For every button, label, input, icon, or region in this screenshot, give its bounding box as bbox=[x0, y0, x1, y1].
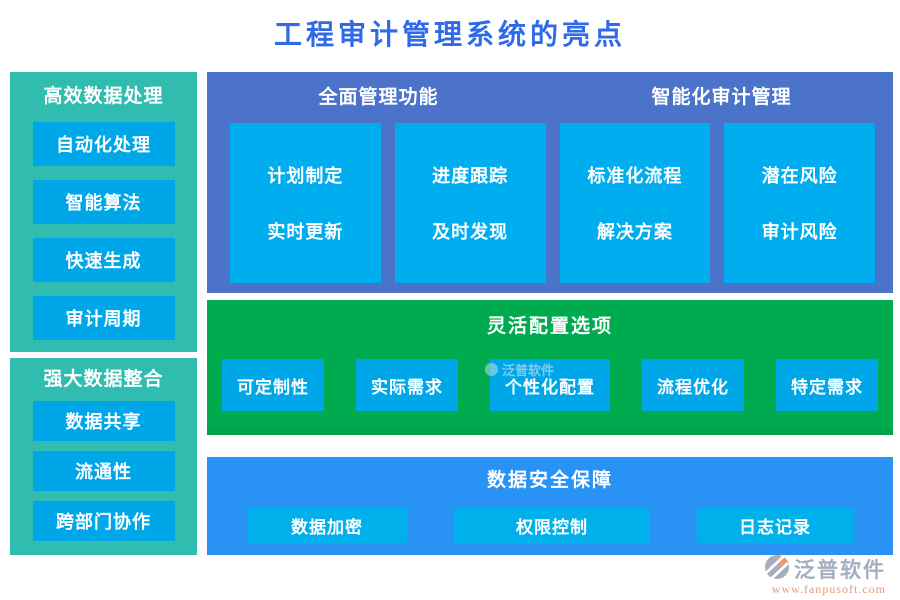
feature-card-planning[interactable]: 计划制定 实时更新 bbox=[230, 123, 381, 283]
sidebar-section-data-integration: 强大数据整合 数据共享 流通性 跨部门协作 bbox=[10, 358, 197, 555]
sidebar-section-data-processing: 高效数据处理 自动化处理 智能算法 快速生成 审计周期 bbox=[10, 72, 197, 352]
security-buttons-row: 数据加密 权限控制 日志记录 bbox=[207, 508, 893, 543]
config-item-specific-needs[interactable]: 特定需求 bbox=[776, 359, 878, 411]
feature-card-risk[interactable]: 潜在风险 审计风险 bbox=[724, 123, 875, 283]
sidebar-section-header: 强大数据整合 bbox=[43, 368, 164, 390]
sidebar-item-circulation[interactable]: 流通性 bbox=[32, 451, 175, 491]
sidebar-section-header: 高效数据处理 bbox=[43, 85, 164, 107]
card-label: 标准化流程 bbox=[587, 165, 683, 187]
sidebar: 高效数据处理 自动化处理 智能算法 快速生成 审计周期 强大数据整合 数据共享 … bbox=[10, 72, 197, 555]
config-item-process-optimization[interactable]: 流程优化 bbox=[642, 359, 744, 411]
feature-card-progress[interactable]: 进度跟踪 及时发现 bbox=[394, 123, 546, 283]
feature-card-standardization[interactable]: 标准化流程 解决方案 bbox=[559, 123, 711, 283]
main-content: 全面管理功能 智能化审计管理 计划制定 实时更新 进度跟踪 及时发现 标准化流程… bbox=[207, 72, 893, 555]
config-item-personalized[interactable]: 个性化配置 bbox=[490, 359, 610, 411]
config-item-customizable[interactable]: 可定制性 bbox=[222, 359, 324, 411]
card-label: 计划制定 bbox=[267, 165, 344, 187]
features-header-intelligent-audit: 智能化审计管理 bbox=[651, 86, 792, 108]
config-buttons-row: 可定制性 实际需求 个性化配置 流程优化 特定需求 bbox=[207, 359, 893, 411]
card-label: 审计风险 bbox=[761, 222, 838, 244]
security-item-encryption[interactable]: 数据加密 bbox=[247, 508, 407, 543]
card-label: 解决方案 bbox=[596, 222, 673, 244]
card-label: 潜在风险 bbox=[761, 165, 838, 187]
card-label: 实时更新 bbox=[267, 222, 344, 244]
sidebar-item-automated-processing[interactable]: 自动化处理 bbox=[32, 122, 175, 166]
page-title: 工程审计管理系统的亮点 bbox=[273, 20, 626, 51]
sidebar-item-data-sharing[interactable]: 数据共享 bbox=[32, 401, 175, 441]
security-item-access-control[interactable]: 权限控制 bbox=[454, 508, 650, 543]
security-item-logging[interactable]: 日志记录 bbox=[697, 508, 853, 543]
features-headers-row: 全面管理功能 智能化审计管理 bbox=[207, 72, 893, 109]
sidebar-item-audit-cycle[interactable]: 审计周期 bbox=[32, 296, 175, 340]
security-panel: 数据安全保障 数据加密 权限控制 日志记录 bbox=[207, 457, 893, 555]
features-panel: 全面管理功能 智能化审计管理 计划制定 实时更新 进度跟踪 及时发现 标准化流程… bbox=[207, 72, 893, 293]
brand-name: 泛普软件 bbox=[794, 558, 886, 582]
sidebar-item-smart-algorithm[interactable]: 智能算法 bbox=[32, 180, 175, 224]
branding: 泛普软件 www.fanpusoft.com bbox=[764, 554, 886, 597]
config-panel-header: 灵活配置选项 bbox=[486, 315, 613, 337]
sidebar-item-cross-department[interactable]: 跨部门协作 bbox=[32, 501, 175, 541]
branding-row: 泛普软件 bbox=[764, 554, 886, 584]
fanpu-logo-icon bbox=[764, 554, 790, 584]
security-panel-header: 数据安全保障 bbox=[486, 469, 613, 491]
config-item-actual-needs[interactable]: 实际需求 bbox=[356, 359, 458, 411]
card-label: 及时发现 bbox=[432, 222, 509, 244]
features-header-management: 全面管理功能 bbox=[318, 86, 439, 108]
config-panel: 灵活配置选项 可定制性 实际需求 个性化配置 流程优化 特定需求 泛普软件 bbox=[207, 300, 893, 435]
brand-url[interactable]: www.fanpusoft.com bbox=[771, 582, 886, 596]
card-label: 进度跟踪 bbox=[432, 165, 509, 187]
feature-cards-row: 计划制定 实时更新 进度跟踪 及时发现 标准化流程 解决方案 潜在风险 审计风险 bbox=[207, 109, 893, 283]
sidebar-item-fast-generation[interactable]: 快速生成 bbox=[32, 238, 175, 282]
